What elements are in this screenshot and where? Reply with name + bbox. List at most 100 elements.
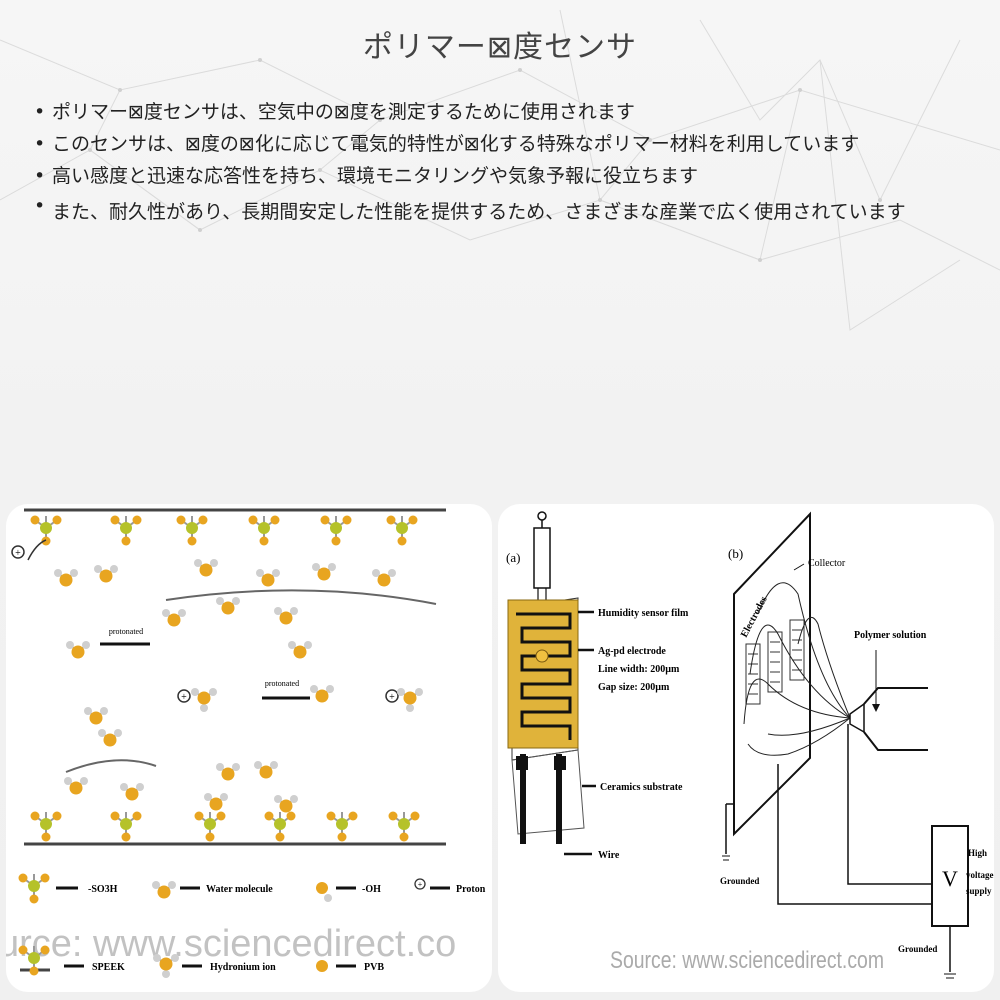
proton-symbol bbox=[385, 689, 399, 703]
so3h-group bbox=[247, 514, 281, 547]
label-wire: Wire bbox=[598, 850, 620, 861]
water-molecule bbox=[273, 794, 299, 814]
legend-hydronium: Hydronium ion bbox=[152, 953, 276, 979]
so3h-group bbox=[109, 514, 143, 547]
ag-pd-electrode bbox=[516, 612, 572, 740]
svg-text:-SO3H: -SO3H bbox=[88, 884, 118, 895]
probe-tip bbox=[537, 511, 547, 521]
protonated-label: protonated bbox=[265, 679, 299, 688]
label-collector: Collector bbox=[808, 558, 846, 569]
label-ceramics-substrate: Ceramics substrate bbox=[600, 782, 683, 793]
so3h-group bbox=[29, 514, 63, 547]
water-molecule bbox=[97, 728, 123, 748]
water-molecule bbox=[119, 782, 145, 802]
humidity-sensor-film bbox=[507, 599, 579, 749]
water-molecule bbox=[65, 640, 91, 660]
water-molecule bbox=[53, 568, 79, 588]
svg-text:+: + bbox=[15, 548, 21, 559]
bullet-dot: • bbox=[34, 133, 46, 155]
legend-oh: -OH bbox=[316, 882, 381, 902]
proton-conduction-diagram: + protonated + protonated + bbox=[6, 508, 486, 979]
bullet-dot: • bbox=[34, 165, 46, 187]
water-molecule bbox=[371, 568, 397, 588]
bullet-dot: • bbox=[34, 101, 46, 123]
water-molecule bbox=[83, 706, 109, 726]
bullet-list: • ポリマー⊠度センサは、空気中の⊠度を測定するために使用されます •このセンサは… bbox=[30, 96, 1000, 228]
svg-text:-OH: -OH bbox=[362, 884, 381, 895]
label-humidity-film: Humidity sensor film bbox=[598, 608, 689, 619]
so3h-group bbox=[387, 810, 421, 843]
so3h-group bbox=[193, 810, 227, 843]
label-polymer-solution: Polymer solution bbox=[854, 630, 927, 641]
bullet-dot: • bbox=[34, 195, 46, 217]
water-molecule bbox=[215, 762, 241, 782]
label-grounded: Grounded bbox=[720, 876, 759, 886]
label-gap-size: Gap size: 200µm bbox=[598, 682, 670, 693]
bullet-text: また、耐久性があり、長期間安定した性能を提供するため、さまざまな産業で広く使用さ… bbox=[52, 201, 906, 223]
electrode-grids bbox=[745, 619, 805, 705]
so3h-group bbox=[175, 514, 209, 547]
bullet-item: •高い感度と迅速な応答性を持ち、環境モニタリングや気象予報に役立ちます bbox=[30, 160, 1000, 192]
water-molecule bbox=[203, 792, 229, 812]
hydronium-ion bbox=[190, 687, 218, 713]
label-supply: supply bbox=[966, 886, 992, 896]
bullet-item: •このセンサは、⊠度の⊠化に応じて電気的特性が⊠化する特殊なポリマー材料を利用し… bbox=[30, 128, 1000, 160]
svg-text:PVB: PVB bbox=[364, 962, 384, 973]
legend-speek: SPEEK bbox=[17, 944, 125, 977]
so3h-group bbox=[29, 810, 63, 843]
source-watermark: urce: www.sciencedirect.co bbox=[6, 923, 456, 965]
svg-text:+: + bbox=[418, 880, 423, 889]
background-network-decoration bbox=[0, 9, 1000, 331]
water-molecule bbox=[273, 606, 299, 626]
water-molecule bbox=[255, 568, 281, 588]
label-line-width: Line width: 200µm bbox=[598, 664, 680, 675]
svg-text:Hydronium ion: Hydronium ion bbox=[210, 962, 276, 973]
legend-proton: + Proton bbox=[414, 878, 486, 895]
polymer-fibers bbox=[743, 582, 851, 756]
lead-wire bbox=[556, 754, 562, 844]
collector-plate bbox=[733, 511, 811, 837]
legend-pvb: PVB bbox=[316, 960, 384, 973]
svg-text:+: + bbox=[181, 692, 187, 703]
svg-text:Proton: Proton bbox=[456, 884, 486, 895]
bullet-item: • また、耐久性があり、長期間安定した性能を提供するため、さまざまな産業で広く使用… bbox=[30, 195, 1000, 228]
so3h-group bbox=[109, 810, 143, 843]
sensor-structure-figure: (a) Humidity sensor film Ag-pd electrode… bbox=[498, 504, 994, 992]
slide-title: ポリマー⊠度センサ bbox=[362, 30, 638, 65]
so3h-group bbox=[319, 514, 353, 547]
bullet-item: • ポリマー⊠度センサは、空気中の⊠度を測定するために使用されます bbox=[30, 96, 1000, 128]
hydronium-ion bbox=[396, 687, 424, 713]
supply-wire bbox=[777, 764, 932, 905]
supply-wire bbox=[847, 724, 932, 885]
so3h-group bbox=[325, 810, 359, 843]
svg-text:+: + bbox=[389, 692, 395, 703]
lead-wire bbox=[520, 754, 526, 844]
label-grounded: Grounded bbox=[898, 944, 937, 954]
proton-conduction-figure: + protonated + protonated + bbox=[6, 504, 492, 992]
pvb-chain bbox=[165, 589, 437, 605]
water-molecule bbox=[287, 640, 313, 660]
spinneret-needle bbox=[849, 702, 865, 734]
legend-water: Water molecule bbox=[151, 880, 273, 900]
voltage-symbol: V bbox=[942, 866, 958, 891]
pvb-chain bbox=[65, 759, 157, 773]
bullet-text: ポリマー⊠度センサは、空気中の⊠度を測定するために使用されます bbox=[52, 101, 635, 123]
water-molecule bbox=[63, 776, 89, 796]
sensor-structure-diagram: (a) Humidity sensor film Ag-pd electrode… bbox=[506, 511, 994, 979]
water-molecule bbox=[215, 596, 241, 616]
water-molecule bbox=[311, 562, 337, 582]
water-molecule bbox=[93, 564, 119, 584]
water-molecule bbox=[193, 558, 219, 578]
so3h-group bbox=[263, 810, 297, 843]
protonated-label: protonated bbox=[109, 627, 143, 636]
water-molecule bbox=[161, 608, 187, 628]
label-voltage: voltage bbox=[966, 870, 994, 880]
so3h-group bbox=[385, 514, 419, 547]
svg-text:Water molecule: Water molecule bbox=[206, 884, 273, 895]
label-high: High bbox=[968, 848, 987, 858]
probe-body bbox=[533, 527, 551, 589]
legend-so3h: -SO3H bbox=[17, 872, 118, 905]
syringe-body bbox=[863, 687, 928, 751]
label-electrode: Ag-pd electrode bbox=[598, 646, 666, 657]
panel-label-a: (a) bbox=[506, 550, 520, 565]
